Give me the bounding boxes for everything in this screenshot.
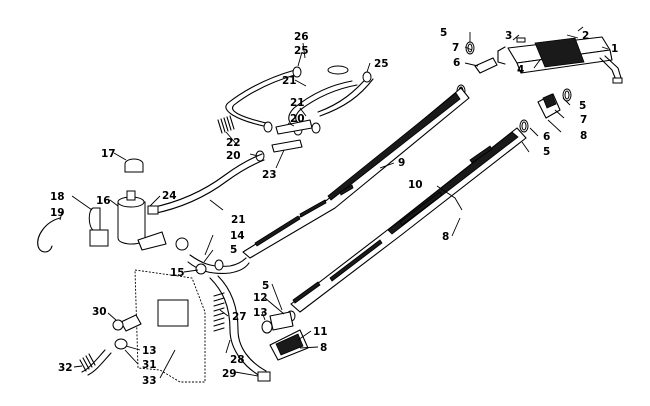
- hose-28: [209, 275, 271, 382]
- hose-21-lower: [149, 153, 265, 215]
- callout-23: 23: [262, 169, 277, 181]
- callout-24: 24: [162, 190, 177, 202]
- callout-25: 25: [374, 58, 389, 70]
- callout-6: 6: [453, 57, 460, 69]
- callout-13: 13: [253, 307, 268, 319]
- callout-5: 5: [230, 244, 237, 256]
- callout-30: 30: [92, 306, 107, 318]
- callout-26: 26: [294, 31, 309, 43]
- callout-32: 32: [58, 362, 73, 374]
- callout-labels: 1 2 3 4 5 7 6 5 7 8 6 5 9 10 8 26 25 25 …: [50, 27, 618, 387]
- callout-1: 1: [611, 43, 618, 55]
- callout-5: 5: [543, 146, 550, 158]
- callout-10: 10: [408, 179, 423, 191]
- callout-13: 13: [142, 345, 157, 357]
- callout-20: 20: [226, 150, 241, 162]
- callout-31: 31: [142, 359, 157, 371]
- hoses-upper-21: [225, 65, 374, 162]
- callout-8: 8: [442, 231, 449, 243]
- hose-14: [187, 254, 250, 275]
- callout-21: 21: [290, 97, 305, 109]
- callout-17: 17: [101, 148, 116, 160]
- spring-22: [217, 115, 235, 134]
- callout-14: 14: [230, 230, 245, 242]
- callout-33: 33: [142, 375, 157, 387]
- belly-pan-33: [79, 269, 206, 383]
- callout-7: 7: [580, 114, 587, 126]
- callout-21: 21: [282, 75, 297, 87]
- callout-4: 4: [517, 64, 524, 76]
- callout-27: 27: [232, 311, 247, 323]
- callout-29: 29: [222, 368, 237, 380]
- callout-8: 8: [580, 130, 587, 142]
- clamps-upper: [456, 41, 572, 133]
- callout-11: 11: [313, 326, 328, 338]
- callout-28: 28: [230, 354, 245, 366]
- coolant-reservoir: [37, 158, 189, 253]
- cooler-tube-9: [242, 87, 470, 259]
- callout-19: 19: [50, 207, 65, 219]
- callout-21: 21: [231, 214, 246, 226]
- callout-7: 7: [452, 42, 459, 54]
- callout-5: 5: [262, 280, 269, 292]
- callout-25: 25: [294, 45, 309, 57]
- callout-22: 22: [226, 137, 241, 149]
- cooler-tube-10: [290, 127, 527, 313]
- callout-6: 6: [543, 131, 550, 143]
- callout-16: 16: [96, 195, 111, 207]
- callout-3: 3: [505, 30, 512, 42]
- callout-8: 8: [320, 342, 327, 354]
- callout-15: 15: [170, 267, 185, 279]
- callout-12: 12: [253, 292, 268, 304]
- callout-9: 9: [398, 157, 405, 169]
- callout-20: 20: [290, 113, 305, 125]
- leader-lines: [59, 32, 609, 379]
- heat-exchanger-front: [497, 26, 623, 84]
- callout-18: 18: [50, 191, 65, 203]
- tube-connector-12: [261, 310, 309, 361]
- callout-2: 2: [582, 30, 589, 42]
- callout-5: 5: [440, 27, 447, 39]
- callout-5: 5: [579, 100, 586, 112]
